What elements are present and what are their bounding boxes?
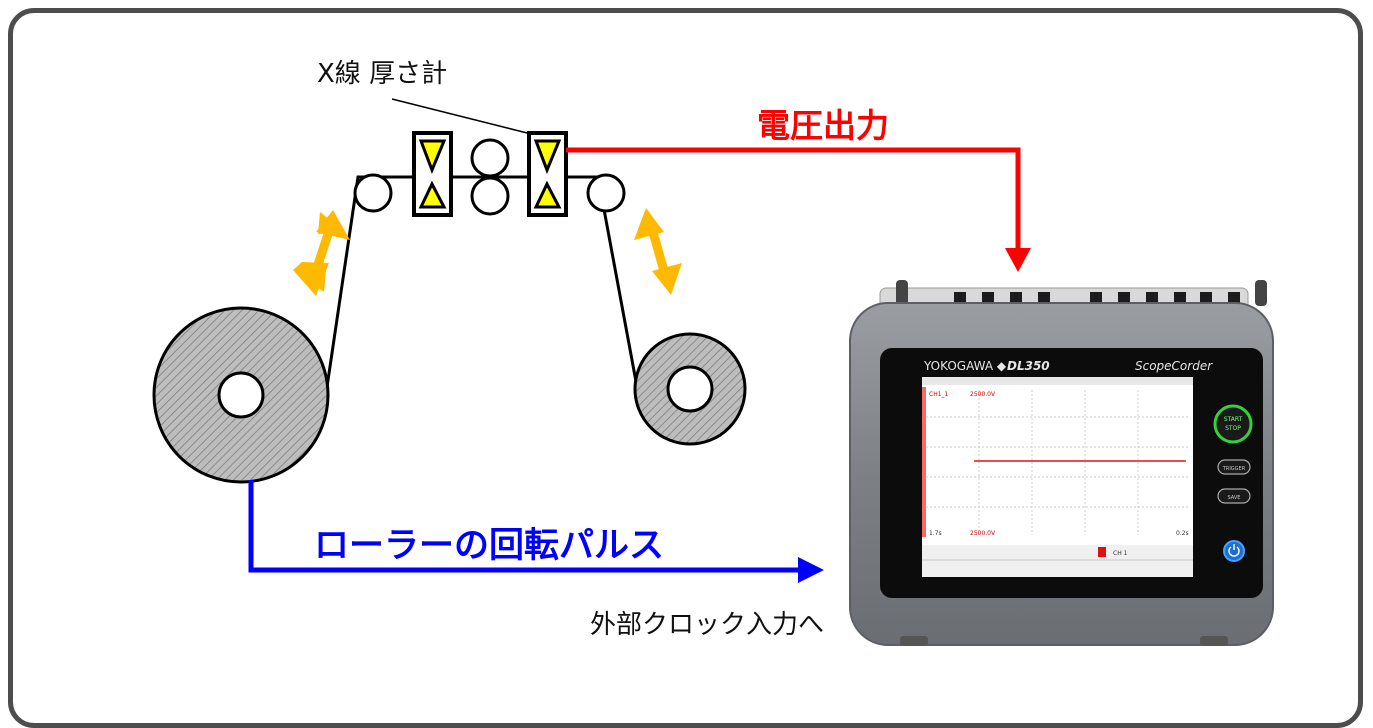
save-button[interactable]: SAVE xyxy=(1217,488,1251,504)
nip-roller-top xyxy=(470,138,510,178)
voltage-output-line xyxy=(566,147,1031,272)
device-product-logo: ScopeCorder xyxy=(1135,359,1213,373)
dl350-device: YOKOGAWA ◆ DL350 ScopeCorder CH1_1 2500.… xyxy=(849,280,1274,646)
motion-arrow-left xyxy=(293,210,350,296)
device-screen: CH1_1 2500.0V 1.7s 2500.0V 0.2s CH 1 xyxy=(922,377,1193,577)
start-label: START xyxy=(1224,416,1243,423)
xray-sensor-right xyxy=(527,131,568,217)
film-path-left xyxy=(325,175,639,388)
screen-scale-top: 2500.0V xyxy=(970,391,996,398)
voltage-output-label: 電圧出力 xyxy=(757,106,889,145)
nip-roller-bottom xyxy=(470,176,510,216)
power-icon xyxy=(1228,546,1240,557)
screen-page-indicator: CH 1 xyxy=(1113,550,1128,557)
xray-sensor-left xyxy=(412,131,453,217)
takeup-roll xyxy=(633,332,747,446)
measurement-diagram: X線 厚さ計 電圧出力 xyxy=(152,59,1274,646)
device-model: DL350 xyxy=(1007,359,1050,373)
start-stop-button[interactable]: START STOP xyxy=(1213,404,1253,444)
device-brand: YOKOGAWA ◆ xyxy=(923,359,1007,373)
external-clock-label: 外部クロック入力へ xyxy=(590,610,824,640)
xray-gauge-label: X線 厚さ計 xyxy=(317,59,447,89)
screen-scale-bottom: 2500.0V xyxy=(970,530,996,537)
save-label: SAVE xyxy=(1228,495,1241,501)
screen-right-value: 0.2s xyxy=(1176,530,1189,537)
guide-roller-right xyxy=(586,173,626,213)
motion-arrow-right xyxy=(634,208,682,295)
supply-roll xyxy=(152,306,330,484)
trigger-button[interactable]: TRIGGER xyxy=(1217,459,1251,475)
gauge-leader-line xyxy=(391,98,544,138)
roller-pulse-label: ローラーの回転パルス xyxy=(314,526,664,566)
power-button[interactable] xyxy=(1223,540,1245,562)
guide-roller-left xyxy=(353,173,393,213)
trigger-label: TRIGGER xyxy=(1222,466,1246,472)
screen-left-value: 1.7s xyxy=(929,530,942,537)
screen-channel-label: CH1_1 xyxy=(929,391,949,398)
roller-pulse-line xyxy=(248,480,824,583)
stop-label: STOP xyxy=(1225,425,1241,432)
screen-grid xyxy=(926,390,1190,535)
